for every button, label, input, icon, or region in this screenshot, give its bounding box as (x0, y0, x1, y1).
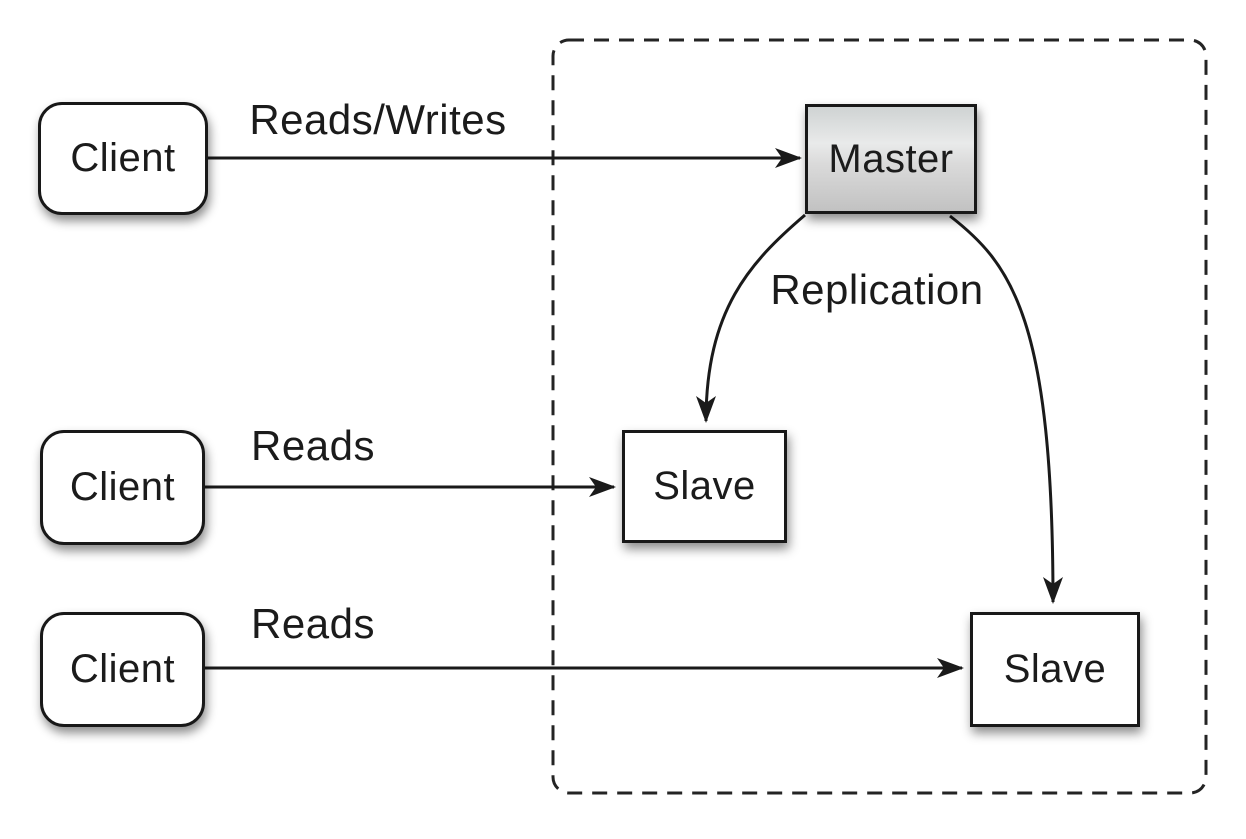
node-slave-2-label: Slave (1003, 647, 1107, 691)
edge-label-reads-slave2: Reads (251, 600, 375, 647)
node-client-1: Client (38, 102, 208, 215)
node-client-3: Client (40, 612, 205, 727)
edge-label-reads-writes: Reads/Writes (249, 96, 507, 143)
node-master-label: Master (828, 136, 954, 181)
node-master: Master (805, 104, 977, 214)
replication-boundary (551, 38, 1208, 795)
node-slave-1: Slave (622, 430, 787, 543)
node-client-2: Client (40, 430, 205, 545)
node-slave-1-label: Slave (653, 464, 756, 508)
node-slave-2: Slave (970, 612, 1140, 727)
edge-replication-left-arrow (696, 213, 806, 423)
edge-label-reads-slave1: Reads (251, 422, 375, 469)
node-client-3-label: Client (69, 647, 176, 691)
node-client-2-label: Client (69, 465, 176, 509)
edge-replication-right-arrow (949, 214, 1063, 604)
edge-label-replication: Replication (770, 266, 984, 313)
node-client-1-label: Client (70, 136, 176, 180)
